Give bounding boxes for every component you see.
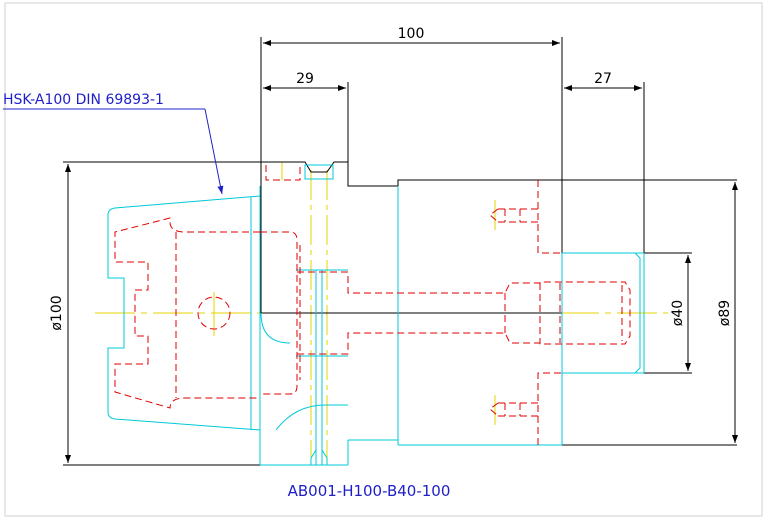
hidden-lines — [114, 165, 631, 445]
dimension-lines — [65, 40, 738, 463]
shank-outline — [63, 37, 737, 466]
sheet-border — [4, 2, 763, 517]
centerlines — [95, 162, 668, 465]
cyan-outline — [107, 164, 645, 466]
dim-bore-diameter: ø40 — [670, 300, 686, 326]
dim-bore-depth: 27 — [594, 71, 612, 87]
dim-flange-diameter: ø100 — [49, 295, 65, 330]
dim-overall-length: 100 — [398, 26, 425, 42]
part-number: AB001-H100-B40-100 — [288, 482, 451, 500]
callout-leader — [3, 108, 224, 195]
callout-text: HSK-A100 DIN 69893-1 — [3, 92, 164, 108]
dim-flange-length: 29 — [296, 71, 314, 87]
dim-body-diameter: ø89 — [717, 300, 733, 326]
